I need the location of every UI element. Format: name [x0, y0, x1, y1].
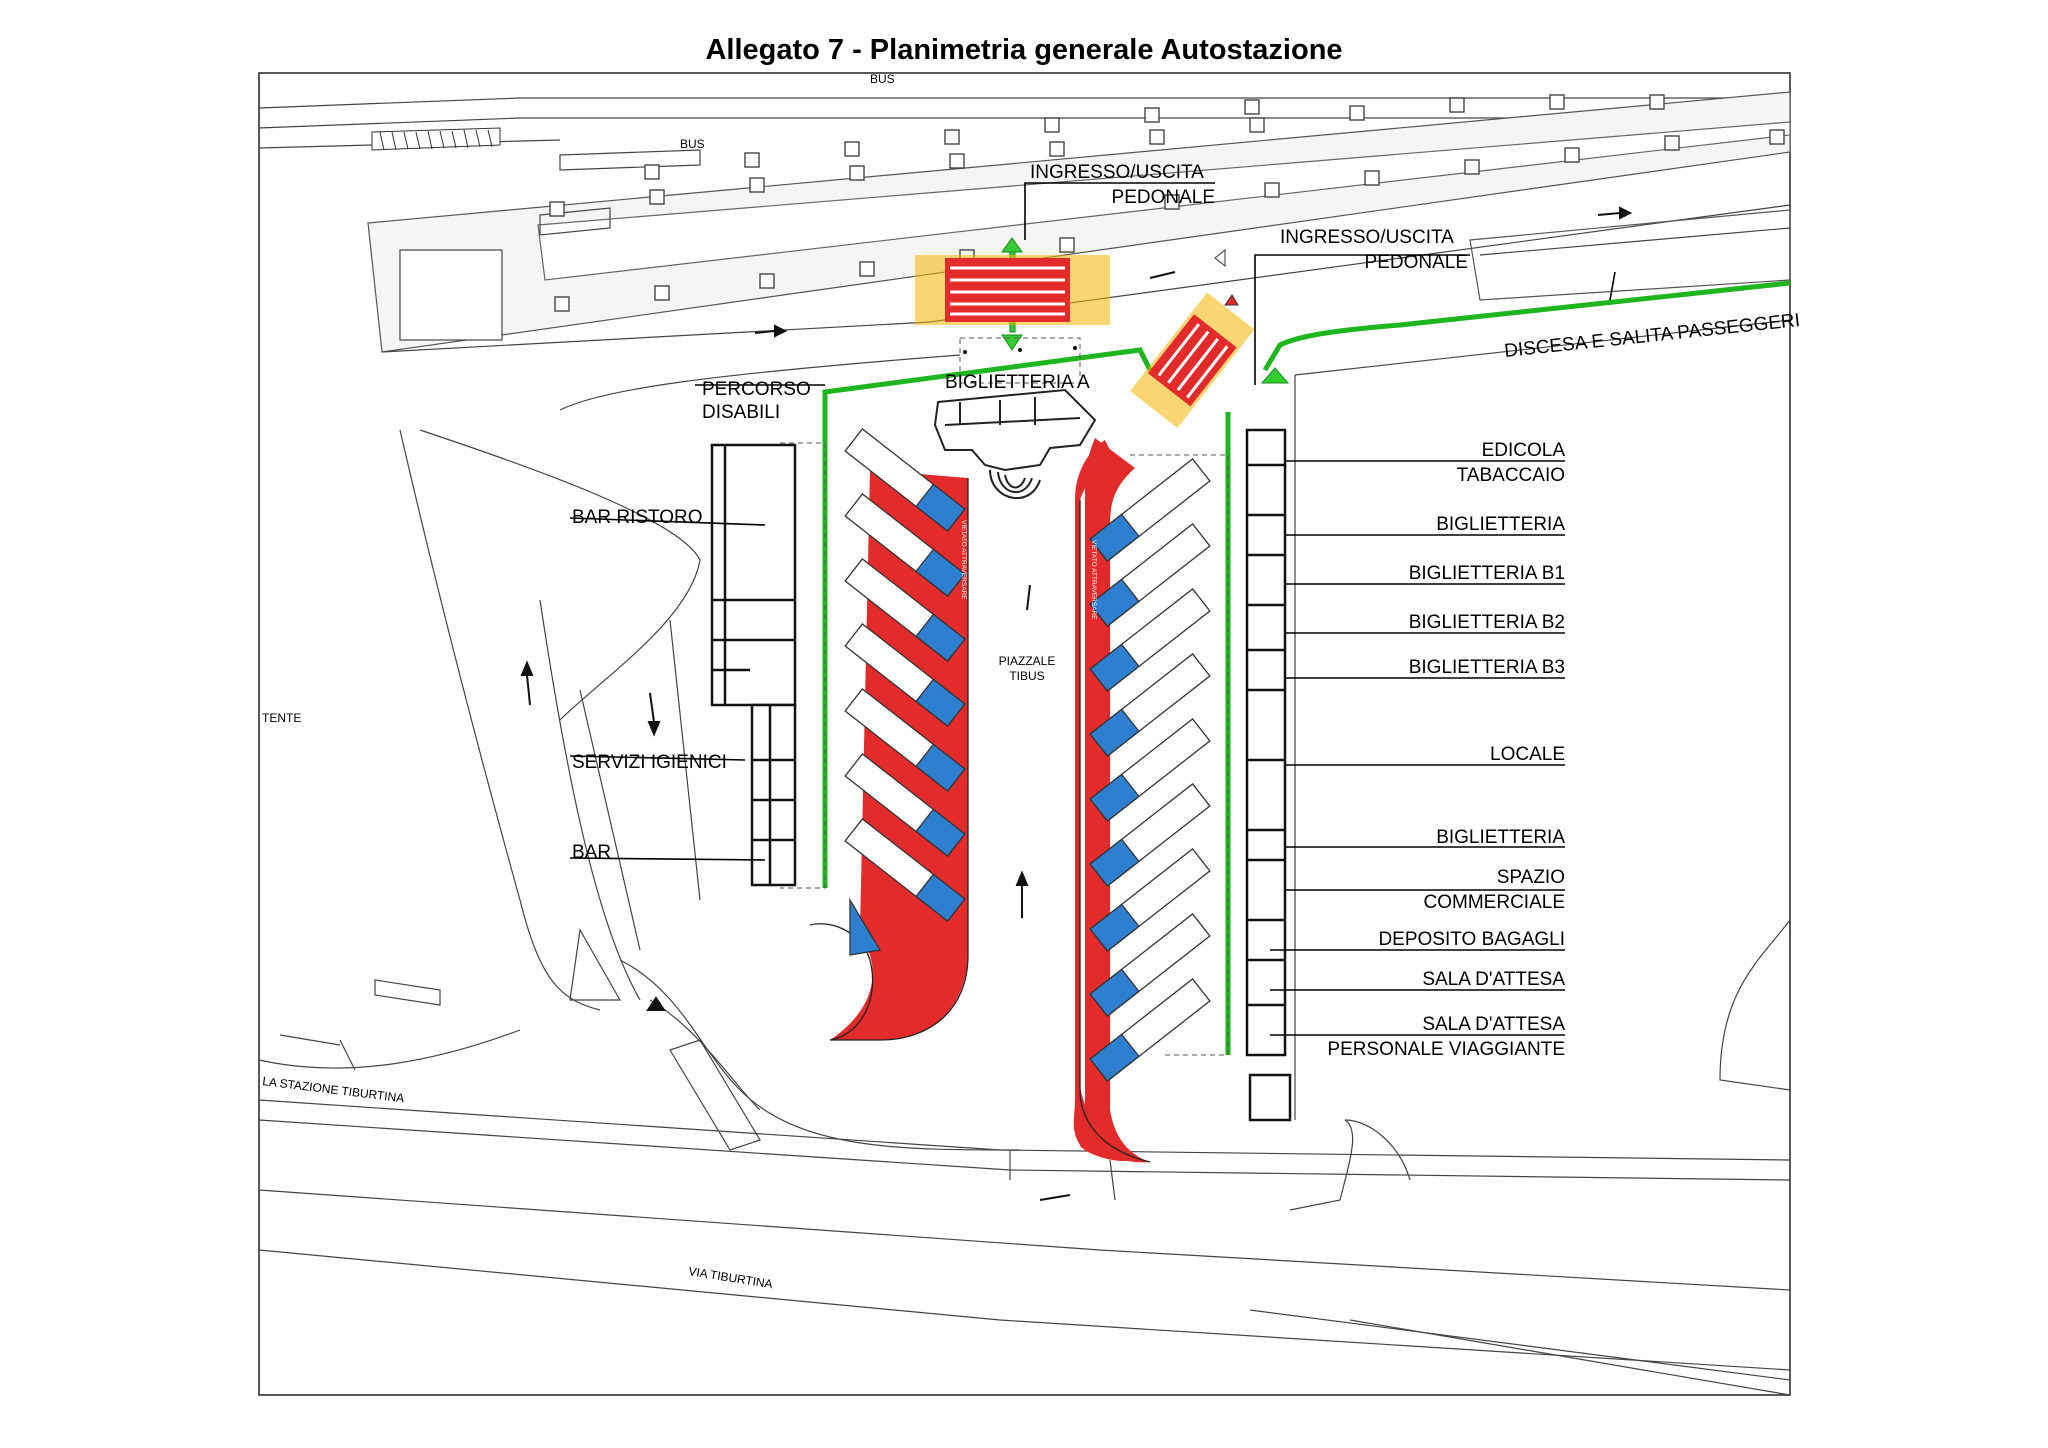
- label-bar-ristoro: BAR RISTORO: [572, 507, 703, 528]
- label-bus-1: BUS: [870, 72, 895, 86]
- drawing-frame: [258, 72, 1791, 1396]
- planters: [549, 94, 1785, 312]
- label-deposito-bagagli: DEPOSITO BAGAGLI: [1378, 929, 1565, 950]
- label-percorso-line2: DISABILI: [702, 402, 780, 423]
- label-biglietteria-b3: BIGLIETTERIA B3: [1409, 657, 1565, 678]
- label-edicola-line1: EDICOLA: [1482, 440, 1566, 461]
- canopy-dots: [963, 346, 1077, 354]
- zebra-crossing-top: [371, 127, 501, 151]
- left-buildings: [710, 443, 797, 887]
- label-sala-attesa: SALA D'ATTESA: [1422, 969, 1565, 990]
- crosswalk-2: [1130, 292, 1255, 428]
- canopies: [780, 337, 1229, 1056]
- crosswalk-1: [915, 255, 1110, 325]
- label-servizi-igienici: SERVIZI IGIENICI: [572, 752, 727, 773]
- label-biglietteria-2: BIGLIETTERIA: [1436, 827, 1565, 848]
- label-piazzale-line2: TIBUS: [1009, 669, 1044, 683]
- lane-text-left: VIETATO ATTRAVERSARE: [960, 520, 967, 600]
- right-building-strip: [1245, 428, 1292, 1122]
- ticket-office-a: [933, 388, 1097, 499]
- label-biglietteria-b2: BIGLIETTERIA B2: [1409, 612, 1565, 633]
- label-percorso-line1: PERCORSO: [702, 379, 811, 400]
- label-ingresso-2-line1: INGRESSO/USCITA: [1280, 227, 1454, 248]
- lane-text-right: VIETATO ATTRAVERSARE: [1090, 540, 1097, 620]
- label-tente: TENTE: [262, 711, 301, 725]
- leader-lines: [569, 182, 1616, 1036]
- label-biglietteria-b1: BIGLIETTERIA B1: [1409, 563, 1565, 584]
- label-piazzale-line1: PIAZZALE: [999, 654, 1056, 668]
- label-via-tiburtina: VIA TIBURTINA: [688, 1264, 774, 1291]
- label-ingresso-1-line2: PEDONALE: [1112, 187, 1215, 208]
- label-sala-attesa-2: SALA D'ATTESA: [1422, 1014, 1565, 1035]
- label-bar: BAR: [572, 842, 611, 863]
- right-bus-bays: [1089, 458, 1211, 1082]
- road-arrows: [520, 206, 1633, 1201]
- label-edicola-line2: TABACCAIO: [1457, 465, 1565, 486]
- label-ingresso-2-line2: PEDONALE: [1365, 252, 1468, 273]
- label-biglietteria-a: BIGLIETTERIA A: [945, 372, 1090, 393]
- label-biglietteria: BIGLIETTERIA: [1436, 514, 1565, 535]
- label-spazio-line1: SPAZIO: [1497, 867, 1565, 888]
- left-bus-bays: [844, 428, 966, 956]
- label-via-stazione: LA STAZIONE TIBURTINA: [262, 1074, 405, 1105]
- warning-triangles: [1214, 248, 1239, 306]
- page-title: Allegato 7 - Planimetria generale Autost…: [705, 34, 1343, 66]
- label-personale-viaggiante: PERSONALE VIAGGIANTE: [1327, 1039, 1565, 1060]
- label-ingresso-1-line1: INGRESSO/USCITA: [1030, 162, 1204, 183]
- label-bus-2: BUS: [680, 137, 705, 151]
- label-spazio-line2: COMMERCIALE: [1424, 892, 1565, 913]
- label-locale: LOCALE: [1490, 744, 1565, 765]
- bus-lane-edges: [809, 478, 1151, 1163]
- label-discesa-salita: DISCESA E SALITA PASSEGGERI: [1503, 310, 1801, 362]
